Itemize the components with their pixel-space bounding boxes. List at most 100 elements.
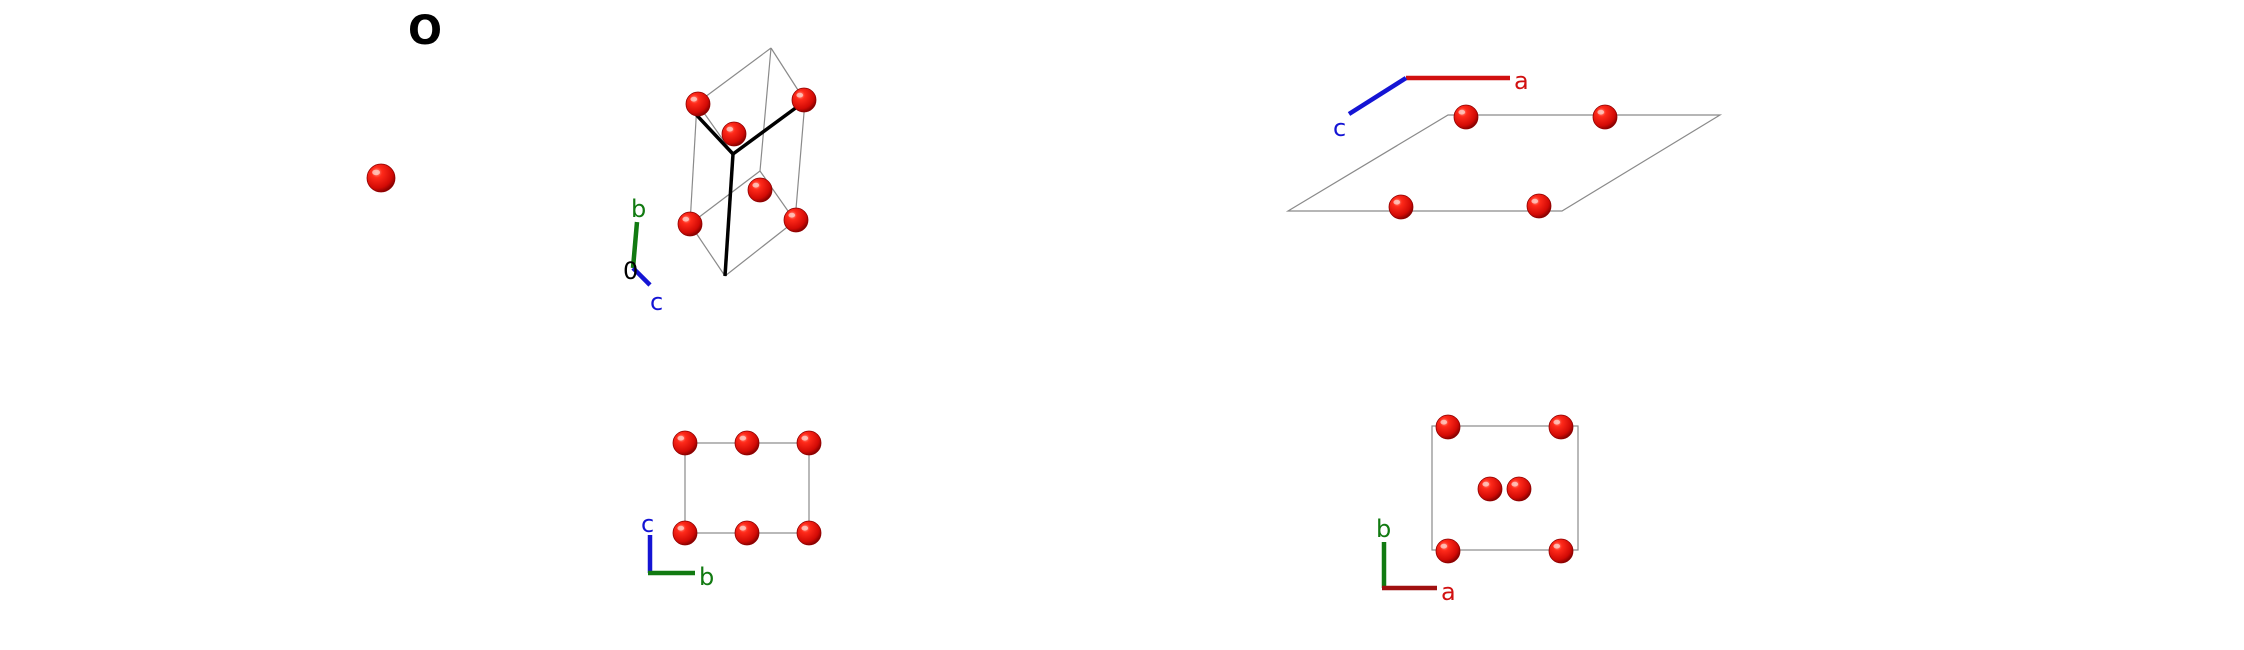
atom-highlight xyxy=(690,96,698,102)
oxygen-atom xyxy=(672,430,698,456)
axis-a-label: a xyxy=(1441,578,1456,606)
atom-sphere xyxy=(796,520,822,546)
oxygen-atom xyxy=(1548,414,1574,440)
oxygen-atom xyxy=(1548,538,1574,564)
oxygen-atom xyxy=(1435,414,1461,440)
atom-sphere xyxy=(677,211,703,237)
axis-b-line xyxy=(630,221,640,269)
atom-highlight xyxy=(1553,419,1561,425)
atom-sphere xyxy=(747,177,773,203)
axis-c-label: c xyxy=(1333,114,1346,142)
view-bottom-right: b a xyxy=(1376,414,1579,606)
atom-sphere xyxy=(1548,538,1574,564)
atom-sphere xyxy=(1477,476,1503,502)
axis-a-label: a xyxy=(1514,67,1529,95)
atom-highlight xyxy=(372,169,381,176)
atom-sphere xyxy=(1592,104,1618,130)
atom-highlight xyxy=(1597,109,1605,115)
view-perspective: b 0 c xyxy=(623,47,817,316)
atom-sphere xyxy=(1435,538,1461,564)
atoms xyxy=(672,430,822,546)
axis-b-label: b xyxy=(631,195,646,223)
atom-sphere xyxy=(783,207,809,233)
atom-sphere xyxy=(796,430,822,456)
atom-sphere xyxy=(1548,414,1574,440)
atoms xyxy=(1388,104,1618,220)
atom-sphere xyxy=(672,520,698,546)
atom-highlight xyxy=(1482,481,1490,487)
atoms xyxy=(677,87,817,237)
axis-b-label: b xyxy=(699,563,714,591)
oxygen-atom xyxy=(791,87,817,113)
oxygen-atom xyxy=(796,520,822,546)
axis-triad: b 0 c xyxy=(623,195,663,316)
atom-sphere xyxy=(1453,104,1479,130)
axis-c-label: c xyxy=(641,510,654,538)
view-bottom-left: c b xyxy=(641,430,822,591)
atom-sphere xyxy=(1388,194,1414,220)
oxygen-atom xyxy=(1526,193,1552,219)
unit-cell-rectangle xyxy=(1431,425,1579,551)
unit-cell-parallelogram xyxy=(1285,114,1723,212)
oxygen-atom xyxy=(734,520,760,546)
axis-triad: a c xyxy=(1333,67,1529,142)
oxygen-atom xyxy=(783,207,809,233)
axis-b-label: b xyxy=(1376,515,1391,543)
legend-element-label: O xyxy=(408,8,442,54)
atom-highlight xyxy=(752,182,760,188)
atom-highlight xyxy=(677,525,685,531)
atom-highlight xyxy=(801,435,809,441)
atom-highlight xyxy=(726,126,734,132)
atom-sphere xyxy=(1435,414,1461,440)
oxygen-atom xyxy=(1506,476,1532,502)
oxygen-atom xyxy=(672,520,698,546)
axis-c-line xyxy=(631,266,652,287)
atom-sphere xyxy=(1506,476,1532,502)
atom-sphere xyxy=(734,430,760,456)
oxygen-atom xyxy=(685,91,711,117)
atom-highlight xyxy=(796,92,804,98)
atom-sphere xyxy=(791,87,817,113)
atom-sphere xyxy=(366,163,396,193)
atom-highlight xyxy=(801,525,809,531)
axis-c-line xyxy=(1347,76,1408,116)
atom-highlight xyxy=(682,216,690,222)
axis-triad: c b xyxy=(641,510,714,591)
axis-origin-label: 0 xyxy=(623,257,638,285)
oxygen-atom xyxy=(677,211,703,237)
atom-highlight xyxy=(788,212,796,218)
atom-highlight xyxy=(1440,419,1448,425)
oxygen-atom xyxy=(1477,476,1503,502)
atom-highlight xyxy=(739,525,747,531)
atom-sphere xyxy=(1526,193,1552,219)
unit-cell-rectangle xyxy=(684,442,810,534)
atom-highlight xyxy=(1531,198,1539,204)
atom-sphere xyxy=(734,520,760,546)
view-top-right: a c xyxy=(1285,67,1723,220)
oxygen-atom xyxy=(747,177,773,203)
legend: O xyxy=(366,8,442,193)
axis-triad: b a xyxy=(1376,515,1456,606)
oxygen-atom xyxy=(796,430,822,456)
oxygen-atom xyxy=(1435,538,1461,564)
oxygen-atom xyxy=(1388,194,1414,220)
oxygen-atom xyxy=(734,430,760,456)
atom-highlight xyxy=(677,435,685,441)
atom-sphere xyxy=(672,430,698,456)
atom-highlight xyxy=(1553,543,1561,549)
oxygen-atom xyxy=(1592,104,1618,130)
atom-sphere xyxy=(721,121,747,147)
atom-highlight xyxy=(1440,543,1448,549)
oxygen-atom xyxy=(721,121,747,147)
unit-cell-box xyxy=(689,47,806,277)
oxygen-atom xyxy=(1453,104,1479,130)
axis-c-label: c xyxy=(650,288,663,316)
atom-highlight xyxy=(1458,109,1466,115)
atom-sphere xyxy=(685,91,711,117)
atoms xyxy=(1435,414,1574,564)
atom-highlight xyxy=(739,435,747,441)
atom-highlight xyxy=(1393,199,1401,205)
legend-atom-icon xyxy=(366,163,396,193)
atom-highlight xyxy=(1511,481,1519,487)
